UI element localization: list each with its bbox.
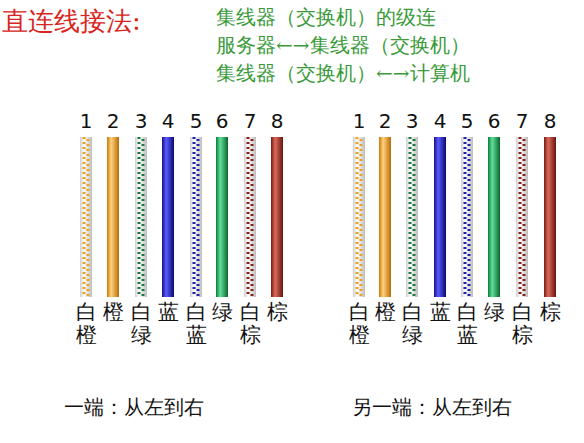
end-caption: 一端：从左到右: [64, 394, 204, 421]
pin-number: 7: [244, 109, 257, 133]
pin-number: 6: [488, 109, 501, 133]
pin-number: 8: [271, 109, 284, 133]
wire-color: 白棕: [512, 301, 533, 347]
end-caption: 另一端：从左到右: [352, 394, 512, 421]
wire-color: 橙: [375, 301, 396, 324]
wire-color: 棕: [267, 301, 288, 324]
wire-color: 棕: [540, 301, 561, 324]
pin-number: 5: [461, 109, 474, 133]
pin-number: 2: [107, 109, 120, 133]
pin-number: 3: [406, 109, 419, 133]
note-text: 集线器（交换机）←→计算机: [216, 60, 470, 87]
pin-number: 7: [516, 109, 529, 133]
wire-color: 白橙: [76, 301, 97, 347]
wire-color: 白蓝: [186, 301, 207, 347]
wire-color: 蓝: [430, 301, 451, 324]
wire-color: 绿: [212, 301, 233, 324]
wire-color: 白蓝: [457, 301, 478, 347]
wire-color: 绿: [484, 301, 505, 324]
note-text: 服务器←→集线器（交换机）: [216, 32, 470, 59]
wire-color: 白棕: [240, 301, 261, 347]
pin-number: 2: [379, 109, 392, 133]
wire-color: 蓝: [158, 301, 179, 324]
wire-color: 白橙: [349, 301, 370, 347]
pin-number: 4: [162, 109, 175, 133]
wire-color: 橙: [103, 301, 124, 324]
pin-number: 4: [434, 109, 447, 133]
pin-number: 8: [544, 109, 557, 133]
title: 直连线接法:: [2, 4, 141, 39]
wire-color: 白绿: [402, 301, 423, 347]
pin-number: 6: [216, 109, 229, 133]
pin-number: 3: [135, 109, 148, 133]
pin-number: 5: [190, 109, 203, 133]
note-text: 集线器（交换机）的级连: [216, 4, 436, 31]
pin-number: 1: [353, 109, 366, 133]
wire-color: 白绿: [131, 301, 152, 347]
pin-number: 1: [80, 109, 93, 133]
